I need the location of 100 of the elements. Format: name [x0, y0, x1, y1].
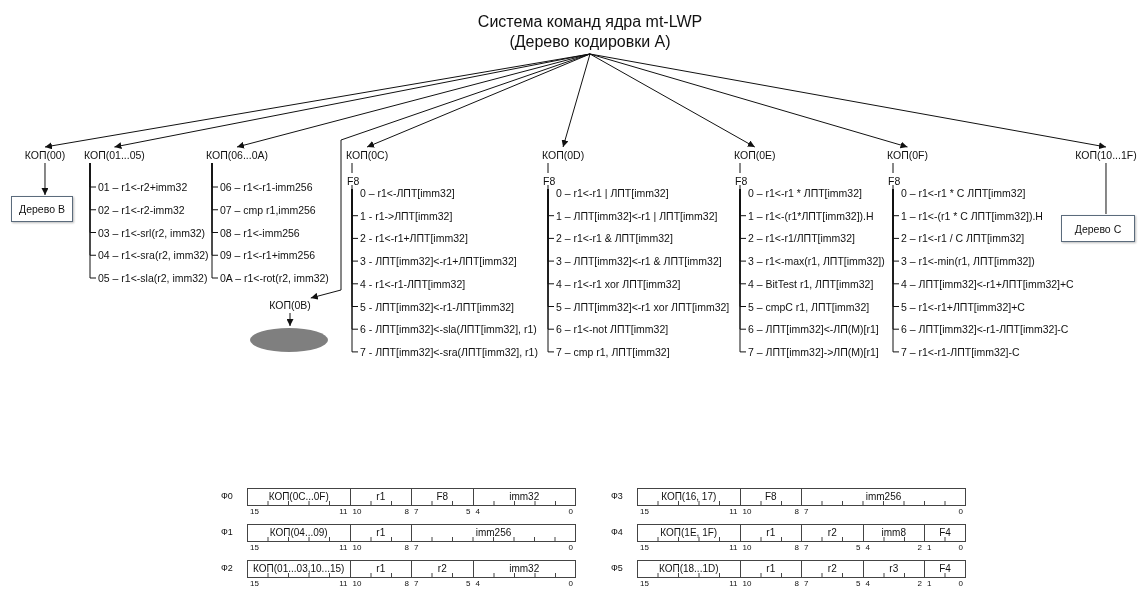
bit-number: 10 [742, 579, 752, 588]
opcode-label: КОП(0C) [346, 148, 389, 162]
bit-number: 11 [339, 579, 348, 588]
bit-number: 11 [339, 507, 348, 516]
bit-number: 7 [414, 507, 419, 516]
bit-number: 10 [352, 507, 362, 516]
field-label: F8 [347, 174, 360, 188]
instruction-text: 5 - ЛПТ[imm32]<-r1-ЛПТ[imm32] [360, 299, 514, 314]
instruction-text: 03 – r1<-srl(r2, imm32) [98, 225, 206, 240]
bit-number: 7 [804, 543, 809, 552]
bit-field: r2 [411, 560, 474, 578]
instruction-text: 06 – r1<-r1-imm256 [220, 180, 313, 194]
bit-number: 1 [927, 543, 932, 552]
tree-title: Система команд ядра mt-LWP (Дерево кодировки A) [472, 12, 708, 52]
instruction-text: 01 – r1<-r2+imm32 [98, 180, 188, 194]
instruction-text: 4 – ЛПТ[imm32]<-r1+ЛПТ[imm32]+C [901, 276, 1074, 291]
instruction-text: 0 – r1<-ЛПТ[imm32] [360, 186, 455, 200]
opcode-label: КОП(00) [24, 148, 66, 162]
instruction-text: 0 – r1<-r1 * ЛПТ[imm32] [748, 186, 862, 200]
bit-field: F8 [411, 488, 474, 506]
instruction-text: 2 – r1<-r1 & ЛПТ[imm32] [556, 231, 673, 246]
format-label: Ф0 [221, 491, 233, 502]
opcode-label: КОП(0D) [542, 148, 585, 162]
instruction-text: 3 – r1<-min(r1, ЛПТ[imm32]) [901, 254, 1035, 269]
bit-field: imm32 [472, 560, 576, 578]
bit-field: КОП(16, 17) [637, 488, 741, 506]
bit-field: r3 [862, 560, 925, 578]
bit-number: 0 [958, 507, 963, 516]
bit-field: КОП(18...1D) [637, 560, 741, 578]
instruction-text: 07 – cmp r1,imm256 [220, 202, 316, 217]
arrow [41, 162, 49, 196]
instruction-text: 6 – r1<-not ЛПТ[imm32] [556, 322, 669, 337]
bit-number: 4 [475, 507, 480, 516]
bit-number: 0 [568, 579, 573, 588]
instruction-text: 3 – r1<-max(r1, ЛПТ[imm32]) [748, 254, 885, 269]
instruction-text: 1 – r1<-(r1 * C ЛПТ[imm32]).H [901, 208, 1043, 223]
bit-field: r2 [801, 524, 864, 542]
bit-field: F8 [739, 488, 802, 506]
instruction-text: 4 – r1<-r1 xor ЛПТ[imm32] [556, 276, 681, 291]
bit-number: 7 [414, 579, 419, 588]
bit-field: imm256 [411, 524, 576, 542]
instruction-text: 6 - ЛПТ[imm32]<-sla(ЛПТ[imm32], r1) [360, 322, 537, 337]
bit-number: 8 [404, 579, 409, 588]
instruction-text: 4 – BitTest r1, ЛПТ[imm32] [748, 276, 874, 291]
instruction-text: 04 – r1<-sra(r2, imm32) [98, 248, 209, 263]
instruction-text: 0 – r1<-r1 | ЛПТ[imm32] [556, 186, 669, 200]
field-label: F8 [888, 174, 901, 188]
arrow [589, 53, 756, 148]
instruction-text: 5 – r1<-r1+ЛПТ[imm32]+C [901, 299, 1025, 314]
instruction-text: 2 – r1<-r1 / C ЛПТ[imm32] [901, 231, 1025, 246]
connector-line [351, 184, 353, 190]
connector-line [892, 162, 894, 174]
ellipse-shape [249, 327, 329, 353]
arrow [366, 53, 591, 148]
bit-field: F4 [924, 524, 966, 542]
bit-field: r1 [349, 488, 412, 506]
arrow [310, 53, 591, 300]
bit-number: 7 [804, 579, 809, 588]
bit-number: 8 [794, 507, 799, 516]
bit-number: 11 [729, 543, 738, 552]
bit-number: 10 [352, 579, 362, 588]
bit-number: 8 [404, 507, 409, 516]
connector-line [739, 162, 741, 174]
bit-number: 0 [958, 543, 963, 552]
opcode-label: КОП(0F) [887, 148, 928, 162]
opcode-label: КОП(0E) [734, 148, 776, 162]
instruction-text: 7 – cmp r1, ЛПТ[imm32] [556, 344, 670, 359]
instruction-text: 3 – ЛПТ[imm32]<-r1 & ЛПТ[imm32] [556, 254, 722, 269]
format-label: Ф3 [611, 491, 623, 502]
bit-number: 0 [958, 579, 963, 588]
bit-number: 11 [339, 543, 348, 552]
field-label: F8 [543, 174, 556, 188]
bit-number: 2 [917, 579, 922, 588]
connector-line [739, 184, 741, 190]
arrow [286, 312, 294, 327]
instruction-text: 7 – r1<-r1-ЛПТ[imm32]-C [901, 344, 1020, 359]
bit-number: 15 [250, 579, 259, 588]
bit-number: 5 [856, 579, 861, 588]
bit-number: 7 [414, 543, 419, 552]
bit-number: 15 [640, 543, 649, 552]
bit-field: r1 [349, 524, 412, 542]
arrow [589, 53, 1107, 150]
opcode-label: КОП(06...0A) [206, 148, 268, 162]
bit-number: 11 [729, 579, 738, 588]
bit-number: 0 [568, 543, 573, 552]
instruction-text: 1 – r1<-(r1*ЛПТ[imm32]).H [748, 208, 874, 223]
arrow [561, 53, 591, 148]
subtree-box: Дерево B [11, 196, 73, 222]
instruction-text: 0 – r1<-r1 * C ЛПТ[imm32] [901, 186, 1026, 200]
bit-field: КОП(0C...0F) [247, 488, 351, 506]
instruction-text: 02 – r1<-r2-imm32 [98, 202, 185, 217]
bit-number: 4 [865, 579, 870, 588]
bit-number: 8 [794, 579, 799, 588]
bit-number: 15 [640, 507, 649, 516]
connector-line [547, 184, 549, 190]
bit-number: 2 [917, 543, 922, 552]
instruction-text: 7 - ЛПТ[imm32]<-sra(ЛПТ[imm32], r1) [360, 344, 538, 359]
bit-number: 15 [250, 507, 259, 516]
connector-line [1105, 162, 1107, 215]
instruction-text: 6 – ЛПТ[imm32]<-ЛП(M)[r1] [748, 322, 879, 337]
